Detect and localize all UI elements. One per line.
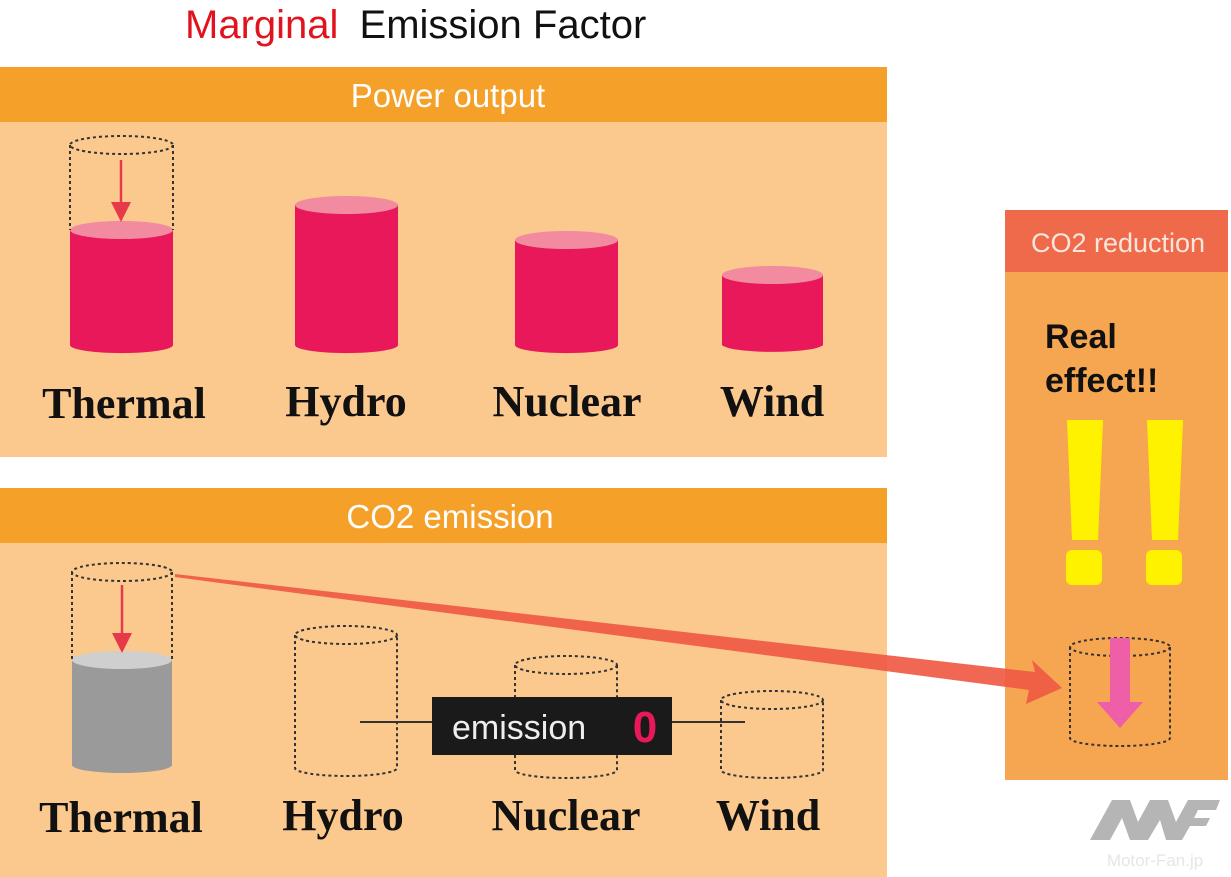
power-output-panel: Power output Thermal Hydro Nuclear Wind <box>0 67 887 457</box>
hydro-emission-cylinder <box>294 625 398 777</box>
label-hydro: Hydro <box>285 377 406 426</box>
power-output-header <box>0 67 887 122</box>
nuclear-power-cylinder <box>515 231 618 354</box>
real-effect-line2: effect!! <box>1045 362 1158 400</box>
label-wind: Wind <box>716 791 820 840</box>
label-hydro: Hydro <box>282 791 403 840</box>
title-highlight: Marginal <box>185 3 338 47</box>
exclamation-icon <box>1066 420 1183 585</box>
co2-reduction-title: CO2 reduction <box>1031 228 1205 258</box>
thermal-emission-cylinder <box>71 562 173 773</box>
marginal-arrow-icon <box>175 574 1062 704</box>
label-thermal: Thermal <box>39 793 203 842</box>
reduction-arrow-icon <box>1097 638 1143 728</box>
title-rest: Emission Factor <box>360 3 647 47</box>
emission-zero-badge: emission 0 <box>432 697 672 755</box>
co2-emission-title: CO2 emission <box>346 498 553 535</box>
co2-emission-header <box>0 488 887 543</box>
co2-reduction-header <box>1005 210 1228 272</box>
label-nuclear: Nuclear <box>491 791 640 840</box>
thermal-power-cylinder <box>69 135 174 354</box>
real-effect-line1: Real <box>1045 318 1117 356</box>
label-wind: Wind <box>720 377 824 426</box>
hydro-power-cylinder <box>295 196 398 354</box>
label-nuclear: Nuclear <box>492 377 641 426</box>
label-thermal: Thermal <box>42 379 206 428</box>
motor-fan-logo: Motor-Fan.jp <box>1090 800 1220 870</box>
wind-emission-cylinder <box>720 690 824 779</box>
wind-power-cylinder <box>722 266 823 352</box>
power-output-title: Power output <box>351 77 545 114</box>
badge-value: 0 <box>633 703 657 752</box>
co2-emission-panel: CO2 emission emission 0 Thermal <box>0 488 887 877</box>
reduced-cylinder <box>1069 637 1171 747</box>
badge-text: emission <box>452 709 586 747</box>
watermark-text: Motor-Fan.jp <box>1107 851 1203 870</box>
diagram-title: Marginal Emission Factor <box>185 3 646 47</box>
nuclear-emission-cylinder <box>514 655 618 779</box>
